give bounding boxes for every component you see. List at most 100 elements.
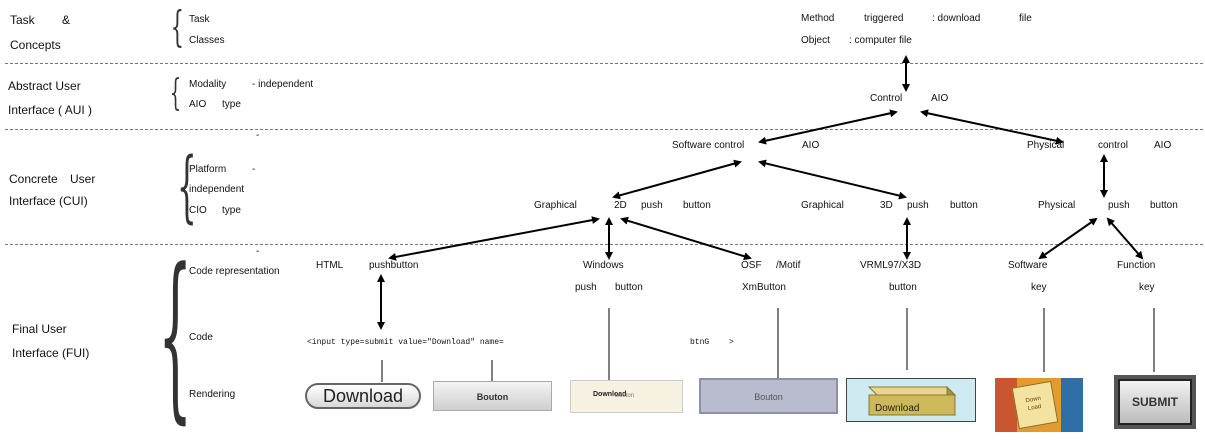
code-input-tag: <input type=submit value="Download" name… [307, 338, 504, 347]
vrml-a: VRML97/X3D [860, 260, 922, 271]
graphical-3d-b: 3D [880, 200, 893, 211]
render-vrml-label: Download [875, 403, 920, 414]
graphical-2d-b: 2D [614, 200, 627, 211]
cui-item-independent: independent [189, 184, 245, 195]
render-function-key[interactable]: SUBMIT [1114, 375, 1196, 429]
vrml-b: button [889, 282, 917, 293]
graphical-2d-a: Graphical [534, 200, 577, 211]
separator-cui-fui [5, 244, 1203, 245]
render-html-label: Download [322, 386, 404, 406]
osf-b: /Motif [776, 260, 801, 271]
graphical-2d-c: push [641, 200, 663, 211]
html-a: HTML [316, 260, 344, 271]
render-windows-label: Bouton [476, 392, 509, 402]
software-control-b: AIO [802, 140, 820, 151]
software-control-a: Software control [672, 140, 745, 151]
physical-push-a: Physical [1038, 200, 1076, 211]
physical-push-c: button [1150, 200, 1178, 211]
code-close: > [729, 338, 734, 347]
aui-label-2: Interface ( AUI ) [8, 103, 93, 117]
fui-label-1: Final User [12, 322, 67, 336]
fui-label-2: Interface (FUI) [12, 346, 90, 360]
arrow-control-physical [920, 109, 1064, 145]
task-brace: { [170, 2, 185, 51]
task-item-classes: Classes [189, 35, 225, 46]
cui-brace: { [176, 142, 197, 232]
graphical-3d-d: button [950, 200, 978, 211]
graphical-3d-c: push [907, 200, 929, 211]
physical-push-b: push [1108, 200, 1130, 211]
fui-item-code: Code [189, 332, 213, 343]
method-label: Method [801, 13, 835, 24]
control-aio-b: AIO [931, 93, 949, 104]
control-aio-a: Control [870, 93, 903, 104]
fui-item-code-representation: Code representation [189, 266, 280, 277]
arrow-push-function-key [1106, 217, 1144, 260]
cui-label-1a: Concrete [9, 172, 58, 186]
arrow-2d-html [388, 216, 600, 261]
render-function-key-face: SUBMIT [1118, 379, 1192, 425]
fui-brace: { [158, 231, 193, 440]
cui-item-cio: CIO [189, 205, 207, 216]
cui-label-2: Interface (CUI) [9, 194, 88, 208]
function-key-b: key [1139, 282, 1155, 293]
task-label-1: Task [10, 13, 35, 27]
render-function-key-label: SUBMIT [1132, 395, 1178, 409]
method-file: file [1019, 13, 1032, 24]
aui-label-1: Abstract User [8, 79, 81, 93]
function-key-a: Function [1117, 260, 1156, 271]
code-btng: btnG [690, 338, 710, 347]
separator-task-aui [5, 63, 1203, 64]
render-osf-label-a: Download [593, 391, 627, 398]
aui-item-modality: Modality [189, 79, 227, 90]
software-key-b: key [1031, 282, 1047, 293]
osf-c: XmButton [742, 282, 786, 293]
windows-c: button [615, 282, 643, 293]
render-motif-button[interactable]: Bouton [699, 378, 838, 414]
render-vrml-button[interactable]: Download [846, 378, 976, 422]
task-item-task: Task [189, 14, 210, 25]
cui-label-1b: User [70, 172, 96, 186]
graphical-2d-d: button [683, 200, 711, 211]
render-osf-label-b: Bouton [615, 393, 635, 399]
fui-item-rendering: Rendering [189, 389, 236, 400]
render-software-key-spine [1061, 378, 1083, 432]
osf-a: OSF [741, 260, 762, 271]
render-software-key-stripe [995, 378, 1017, 432]
software-key-a: Software [1008, 260, 1048, 271]
render-html-button[interactable]: Download [305, 383, 421, 409]
aui-item-type: type [222, 99, 241, 110]
cui-item-platform: Platform [189, 164, 227, 175]
arrow-software-2d [612, 159, 742, 200]
physical-control-a: Physical [1027, 140, 1065, 151]
render-motif-label: Bouton [754, 392, 783, 402]
aui-item-aio: AIO [189, 99, 207, 110]
arrow-control-software [758, 109, 898, 145]
physical-control-c: AIO [1154, 140, 1172, 151]
object-label: Object [801, 35, 830, 46]
cui-item-dash: - [252, 164, 256, 175]
aui-item-independent: - independent [252, 79, 314, 90]
task-label-amp: & [62, 13, 71, 27]
render-software-key[interactable]: Down Load [995, 378, 1083, 432]
render-vrml-box [867, 385, 957, 417]
html-b: pushbutton [369, 260, 419, 271]
dash-mark-2: - [256, 246, 260, 257]
aui-brace: { [169, 73, 182, 114]
graphical-3d-a: Graphical [801, 200, 844, 211]
method-download: : download [932, 13, 981, 24]
arrow-software-3d [758, 159, 907, 200]
windows-b: push [575, 282, 597, 293]
render-windows-button[interactable]: Bouton [433, 381, 552, 411]
task-label-2: Concepts [10, 38, 61, 52]
arrow-push-software-key [1038, 217, 1098, 260]
separator-aui-cui [5, 129, 1203, 130]
arrow-2d-osf [620, 216, 752, 261]
object-value: : computer file [849, 35, 912, 46]
cui-item-type: type [222, 205, 241, 216]
dash-mark: - [256, 130, 260, 141]
render-osf-button[interactable]: Download Bouton [570, 380, 683, 413]
windows-a: Windows [583, 260, 624, 271]
physical-control-b: control [1098, 140, 1129, 151]
